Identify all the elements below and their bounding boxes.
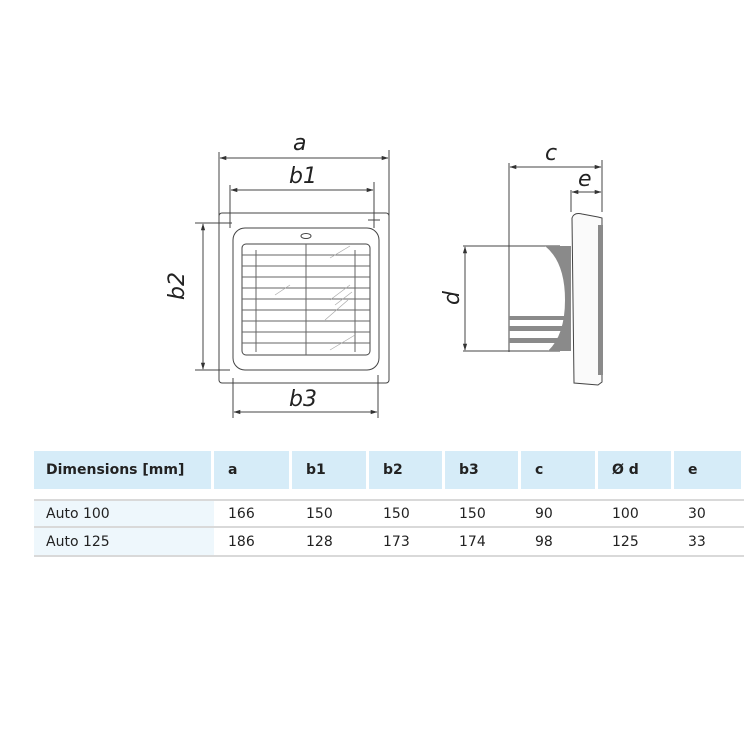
table-row: Auto 100 166 150 150 150 90 100 30 <box>34 499 744 528</box>
label-d: d <box>440 290 465 305</box>
cell-model: Auto 100 <box>34 499 214 528</box>
header-d: Ø d <box>598 451 674 489</box>
label-b1: b1 <box>289 164 317 189</box>
cell-b1: 128 <box>292 528 369 557</box>
label-b3: b3 <box>289 387 317 412</box>
header-b1: b1 <box>292 451 369 489</box>
cell-e: 30 <box>674 499 744 528</box>
cell-a: 186 <box>214 528 292 557</box>
header-b2: b2 <box>369 451 445 489</box>
cell-c: 98 <box>521 528 598 557</box>
label-c: c <box>545 141 557 166</box>
cell-a: 166 <box>214 499 292 528</box>
technical-drawing: a b1 b2 b3 c e d <box>165 131 603 418</box>
cell-e: 33 <box>674 528 744 557</box>
label-b2: b2 <box>165 272 190 300</box>
header-a: a <box>214 451 292 489</box>
cell-d: 100 <box>598 499 674 528</box>
label-e: e <box>578 167 592 192</box>
front-view <box>195 150 390 418</box>
cell-b2: 150 <box>369 499 445 528</box>
header-e: e <box>674 451 744 489</box>
side-view <box>462 160 603 386</box>
cell-b2: 173 <box>369 528 445 557</box>
dimensions-table: Dimensions [mm] a b1 b2 b3 c Ø d e Auto … <box>34 451 744 557</box>
table-header-row: Dimensions [mm] a b1 b2 b3 c Ø d e <box>34 451 744 489</box>
cell-b3: 174 <box>445 528 521 557</box>
header-b3: b3 <box>445 451 521 489</box>
cell-d: 125 <box>598 528 674 557</box>
table-row: Auto 125 186 128 173 174 98 125 33 <box>34 528 744 557</box>
cell-model: Auto 125 <box>34 528 214 557</box>
cell-c: 90 <box>521 499 598 528</box>
cell-b1: 150 <box>292 499 369 528</box>
cell-b3: 150 <box>445 499 521 528</box>
header-dimensions: Dimensions [mm] <box>34 451 214 489</box>
label-a: a <box>293 131 306 156</box>
header-c: c <box>521 451 598 489</box>
